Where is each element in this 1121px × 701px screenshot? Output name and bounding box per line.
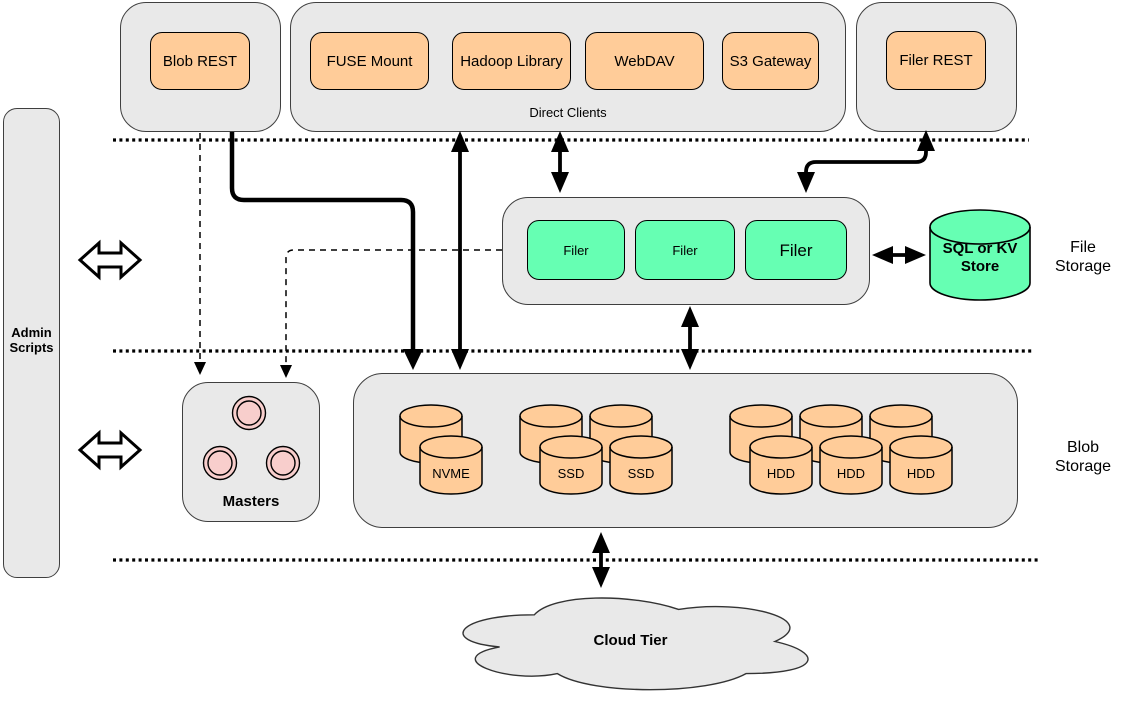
- arrow-filers-store: [872, 246, 926, 264]
- hdd-disk-label-1: HDD: [766, 466, 796, 481]
- webdav-node: WebDAV: [585, 32, 704, 90]
- arrow-clients-blobstorage: [451, 131, 469, 370]
- s3-gateway-label: S3 Gateway: [729, 52, 812, 70]
- ssd-disk-label-1: SSD: [557, 466, 585, 481]
- admin-filestorage-arrow: [77, 239, 143, 281]
- dashed-arrow-blobrest-to-masters: [194, 133, 206, 375]
- webdav-label: WebDAV: [614, 52, 675, 70]
- hdd-disk-label-2: HDD: [836, 466, 866, 481]
- arrow-blobrest-to-blobstorage: [229, 132, 423, 370]
- fuse-mount-node: FUSE Mount: [310, 32, 429, 90]
- filer-label-2: Filer: [672, 242, 698, 258]
- file-storage-layer-label: File Storage: [1054, 239, 1112, 275]
- admin-blobstorage-arrow: [77, 429, 143, 471]
- arrow-filers-blobstorage: [681, 306, 699, 370]
- filer-label-1: Filer: [563, 242, 589, 258]
- dashed-arrow-filers-to-masters: [280, 249, 502, 378]
- arrow-filerrest-filers: [797, 130, 935, 193]
- blob-storage-container: [353, 373, 1018, 528]
- admin-scripts-label: Admin Scripts: [9, 325, 54, 355]
- arrow-blobstorage-cloud: [592, 532, 610, 588]
- filer-node-1: Filer: [527, 220, 625, 280]
- filer-rest-node: Filer REST: [886, 31, 986, 90]
- arrow-clients-filers: [551, 131, 569, 193]
- sql-kv-store-label: SQL or KV Store: [942, 240, 1018, 275]
- nvme-disk-label: NVME: [432, 466, 470, 481]
- admin-scripts-box: [3, 108, 60, 578]
- hadoop-library-node: Hadoop Library: [452, 32, 571, 90]
- filer-node-3: Filer: [745, 220, 847, 280]
- filer-node-2: Filer: [635, 220, 735, 280]
- cloud-tier-label: Cloud Tier: [593, 632, 668, 649]
- direct-clients-caption: Direct Clients: [529, 105, 607, 120]
- masters-label: Masters: [222, 493, 280, 510]
- blob-rest-label: Blob REST: [162, 52, 238, 70]
- blob-rest-node: Blob REST: [150, 32, 250, 90]
- s3-gateway-node: S3 Gateway: [722, 32, 819, 90]
- ssd-disk-label-2: SSD: [627, 466, 655, 481]
- hdd-disk-label-3: HDD: [906, 466, 936, 481]
- hadoop-library-label: Hadoop Library: [460, 52, 563, 70]
- fuse-mount-label: FUSE Mount: [326, 52, 413, 70]
- filer-rest-label: Filer REST: [899, 52, 973, 69]
- filer-label-3: Filer: [779, 240, 813, 260]
- blob-storage-layer-label: Blob Storage: [1054, 439, 1112, 475]
